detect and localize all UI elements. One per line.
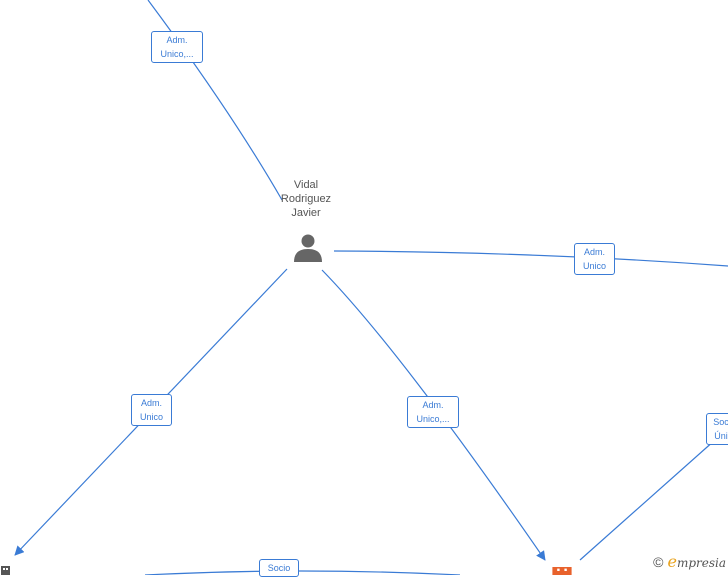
edge-label-top[interactable]: Adm. Unico,... bbox=[151, 31, 203, 63]
edge-bottom-center bbox=[321, 269, 546, 561]
building-icon[interactable] bbox=[0, 565, 12, 575]
edge-label-bottom-center[interactable]: Adm. Unico,... bbox=[407, 396, 459, 428]
edge-label-bottom-left[interactable]: Adm. Unico bbox=[131, 394, 172, 426]
edge-bottom-socio bbox=[144, 570, 461, 575]
edge-top bbox=[147, 0, 283, 201]
edge-bottom-right bbox=[579, 439, 716, 561]
footer-brand: ©empresia bbox=[653, 552, 726, 571]
edge-label-bottom-right[interactable]: Soc Úni bbox=[706, 413, 728, 445]
brand-logo-e: e bbox=[667, 552, 677, 571]
edge-label-right[interactable]: Adm. Unico bbox=[574, 243, 615, 275]
person-icon[interactable] bbox=[292, 232, 324, 264]
person-name: Vidal Rodriguez Javier bbox=[280, 179, 332, 219]
edge-label-socio[interactable]: Socio bbox=[259, 559, 299, 577]
edge-right bbox=[333, 250, 728, 267]
building-icon[interactable] bbox=[550, 567, 574, 575]
brand-name: mpresia bbox=[676, 556, 726, 570]
copyright-symbol: © bbox=[653, 554, 664, 570]
